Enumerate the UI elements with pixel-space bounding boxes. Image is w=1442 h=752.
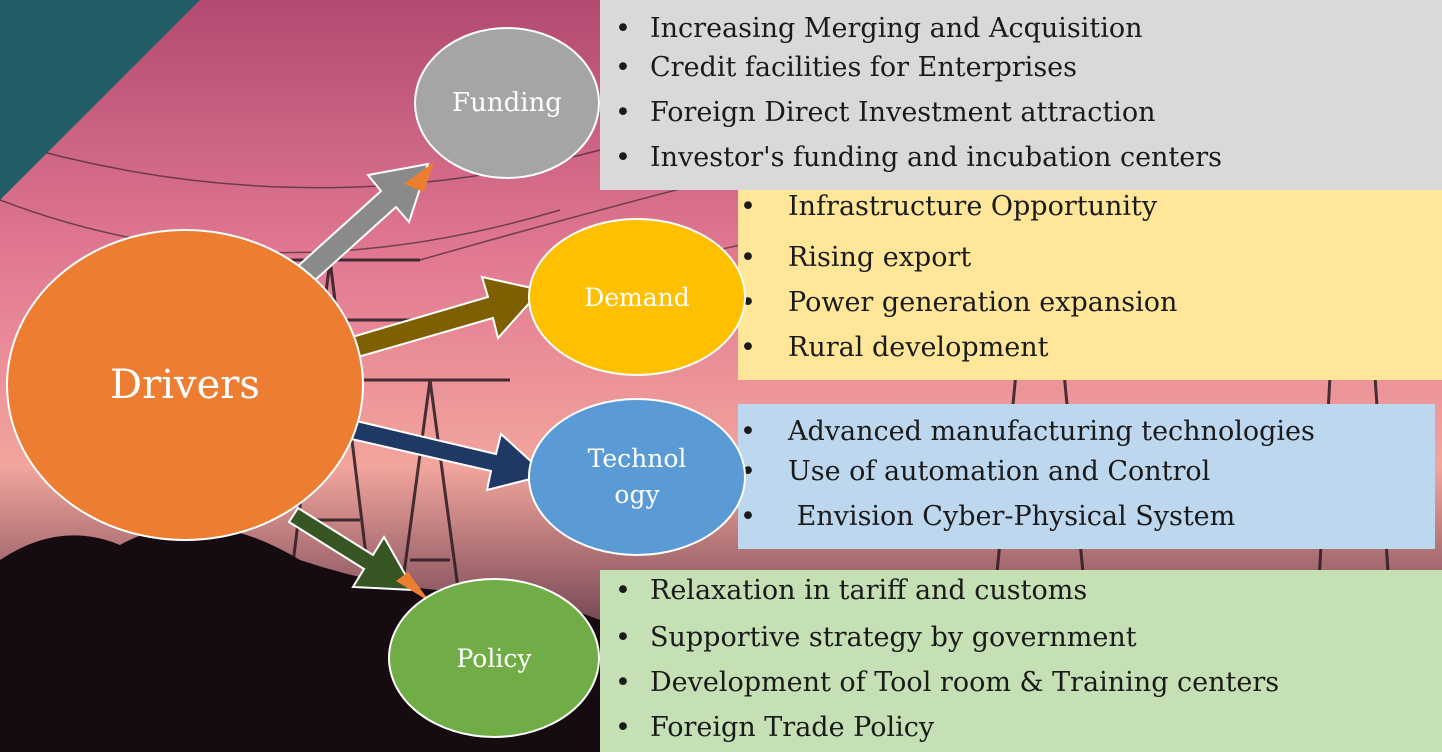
bullet-icon: • [740,416,756,447]
funding-box: •Increasing Merging and Acquisition •Cre… [600,0,1442,190]
list-item: •Power generation expansion [738,280,1442,325]
corner-accent [0,0,200,200]
list-item: •Use of automation and Control [738,449,1435,494]
list-item: •Credit facilities for Enterprises [600,45,1442,90]
policy-list: •Relaxation in tariff and customs •Suppo… [600,570,1442,750]
policy-node: Policy [388,578,600,738]
list-item: •Advanced manufacturing technologies [738,404,1435,449]
technology-box: •Advanced manufacturing technologies •Us… [738,404,1435,549]
list-item: •Foreign Direct Investment attraction [600,90,1442,135]
bullet-icon: • [740,191,756,222]
list-item: •Rural development [738,325,1442,370]
drivers-node: Drivers [6,229,364,541]
bullet-icon: • [615,622,631,653]
demand-label: Demand [584,282,690,312]
technology-node: Technol ogy [528,398,746,556]
list-item: •Foreign Trade Policy [600,705,1442,750]
bullet-icon: • [615,97,631,128]
arrow-funding [286,162,430,293]
bullet-icon: • [615,142,631,173]
list-item: •Investor's funding and incubation cente… [600,135,1442,180]
list-item: •Increasing Merging and Acquisition [600,0,1442,45]
bullet-icon: • [740,332,756,363]
bullet-icon: • [615,575,631,606]
funding-label: Funding [452,88,562,118]
technology-label: Technol ogy [587,444,687,509]
drivers-label: Drivers [110,362,260,408]
arrow-tip-funding [404,162,434,192]
bullet-icon: • [615,712,631,743]
funding-list: •Increasing Merging and Acquisition •Cre… [600,0,1442,180]
arrow-technology [345,418,549,492]
arrow-demand [350,275,543,359]
demand-box: •Infrastructure Opportunity •Rising expo… [738,190,1442,380]
demand-list: •Infrastructure Opportunity •Rising expo… [738,190,1442,370]
arrow-policy [287,506,416,592]
bullet-icon: • [615,52,631,83]
policy-box: •Relaxation in tariff and customs •Suppo… [600,570,1442,752]
policy-label: Policy [456,643,532,673]
list-item: •Supportive strategy by government [600,615,1442,660]
bullet-icon: • [740,242,756,273]
list-item: •Rising export [738,235,1442,280]
list-item: •Relaxation in tariff and customs [600,570,1442,615]
list-item: •Development of Tool room & Training cen… [600,660,1442,705]
list-item: • Envision Cyber-Physical System [738,494,1435,539]
bullet-icon: • [615,667,631,698]
funding-node: Funding [414,27,600,179]
bullet-icon: • [740,501,756,532]
bullet-icon: • [615,13,631,44]
arrow-tip-policy [396,572,430,602]
technology-list: •Advanced manufacturing technologies •Us… [738,404,1435,539]
list-item: •Infrastructure Opportunity [740,191,1158,222]
demand-node: Demand [528,218,746,376]
